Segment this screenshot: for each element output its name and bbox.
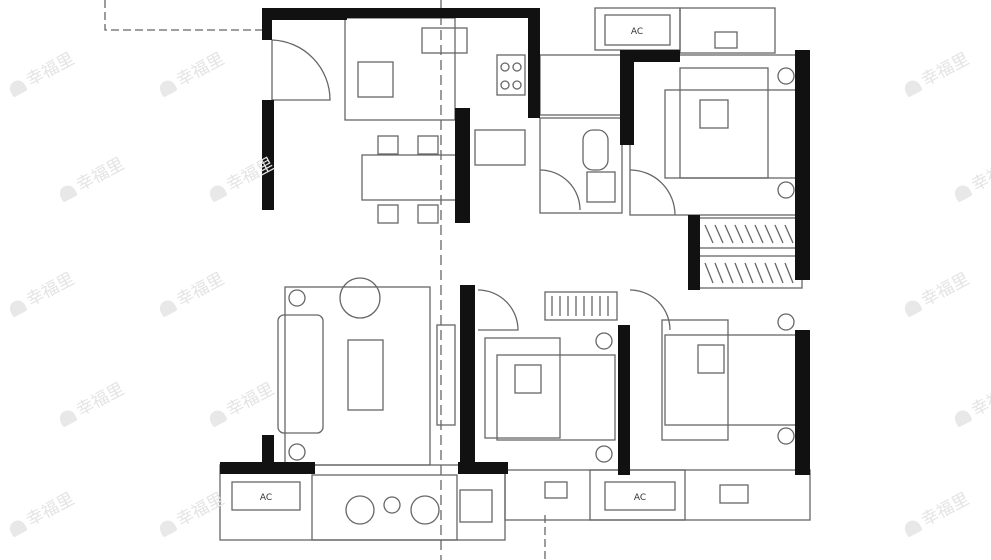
- ac-label: AC: [631, 27, 643, 37]
- dashed-boundary: [104, 0, 265, 31]
- bed-right: [664, 334, 801, 426]
- wardrobe-3: [544, 291, 618, 321]
- armchair: [339, 277, 381, 319]
- tv-cabinet: [436, 324, 456, 426]
- bed-top: [664, 89, 801, 179]
- basin: [586, 171, 616, 203]
- plant-icons: [514, 31, 749, 504]
- dining-table: [361, 154, 459, 201]
- cabinet: [474, 129, 526, 166]
- toilet: [582, 129, 609, 171]
- ac-unit: [604, 481, 676, 511]
- bedroom-top: [629, 54, 801, 216]
- stove: [496, 54, 526, 96]
- wardrobe-1: [697, 217, 803, 249]
- fridge: [357, 61, 394, 98]
- wardrobe-2: [697, 255, 803, 289]
- bathroom: [539, 117, 623, 214]
- bed-middle: [496, 354, 616, 441]
- sofa: [277, 314, 324, 434]
- kitchen: [344, 17, 456, 121]
- rug: [284, 286, 431, 466]
- walls: [220, 8, 810, 475]
- entry-door: [271, 39, 331, 101]
- sink: [421, 27, 468, 54]
- coffee-table: [347, 339, 384, 411]
- ac-label: AC: [634, 493, 646, 503]
- ac-unit: [604, 14, 671, 46]
- ac-label: AC: [260, 493, 272, 503]
- lamp-icons: [288, 67, 795, 463]
- ac-unit: [231, 481, 301, 511]
- utility: [539, 54, 623, 116]
